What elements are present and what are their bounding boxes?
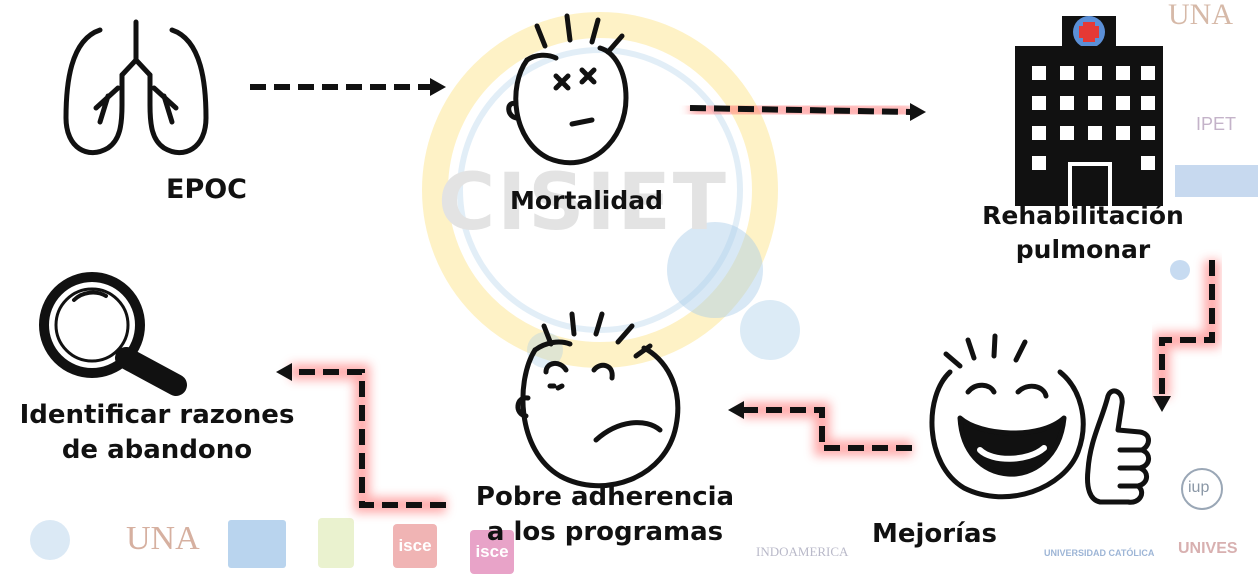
label-mejorias: Mejorías [872, 519, 998, 549]
label-razones-line1: Identificar razones [19, 400, 295, 430]
watermark-una-top: UNA [1168, 0, 1233, 31]
label-adherencia: Pobre adherencia a los programas [460, 480, 750, 550]
watermark-bubble-large [667, 222, 763, 318]
arrow-epoc-to-mortalidad [250, 78, 446, 96]
arrow-mejorias-to-adherencia [728, 401, 912, 456]
label-rehabilitacion-line1: Rehabilitación [982, 201, 1184, 230]
watermark-logo-uam [228, 520, 286, 568]
watermark-una-bottom: UNA [126, 520, 200, 557]
magnifying-glass-icon [39, 272, 187, 396]
lungs-icon [63, 19, 209, 156]
arrow-adherencia-to-razones [276, 363, 446, 513]
label-mortalidad: Mortalidad [510, 186, 664, 215]
watermark-helsinki [1170, 260, 1190, 280]
watermark-ring [422, 12, 778, 368]
arrow-rehabilitacion-to-mejorias [1153, 260, 1220, 412]
watermark-isce-1: isce [393, 524, 437, 568]
watermark-indoamerica: INDOAMERICA [756, 544, 849, 559]
label-rehabilitacion: Rehabilitación pulmonar [978, 199, 1188, 267]
watermark-iup: iup [1188, 479, 1210, 496]
watermark-isce-2: isce [470, 530, 514, 574]
laughing-thumbs-up-face-icon [929, 333, 1151, 505]
arrow-mortalidad-to-rehabilitacion [689, 100, 926, 121]
watermark-seal-left [30, 520, 70, 560]
label-adherencia-line2: a los programas [486, 517, 724, 548]
dead-face-icon [506, 13, 629, 166]
label-epoc: EPOC [166, 174, 247, 205]
label-razones-line2: de abandono [61, 435, 253, 466]
label-razones: Identificar razones de abandono [6, 398, 308, 468]
watermark-iup-circle [1181, 468, 1223, 510]
watermark-center-logo: CISIET [438, 158, 728, 248]
sad-face-icon [515, 311, 681, 489]
label-rehabilitacion-line2: pulmonar [1015, 234, 1151, 264]
watermark-ipet: IPET [1196, 114, 1237, 134]
watermark-unives: UNIVES [1178, 540, 1238, 557]
watermark-catolica: UNIVERSIDAD CATÓLICA [1044, 548, 1155, 558]
watermark-side-band [1175, 165, 1258, 197]
watermark-logo-shield [318, 518, 354, 568]
watermark-bubble-medium [740, 300, 800, 360]
hospital-icon [1015, 16, 1163, 206]
label-adherencia-line1: Pobre adherencia [475, 482, 735, 512]
